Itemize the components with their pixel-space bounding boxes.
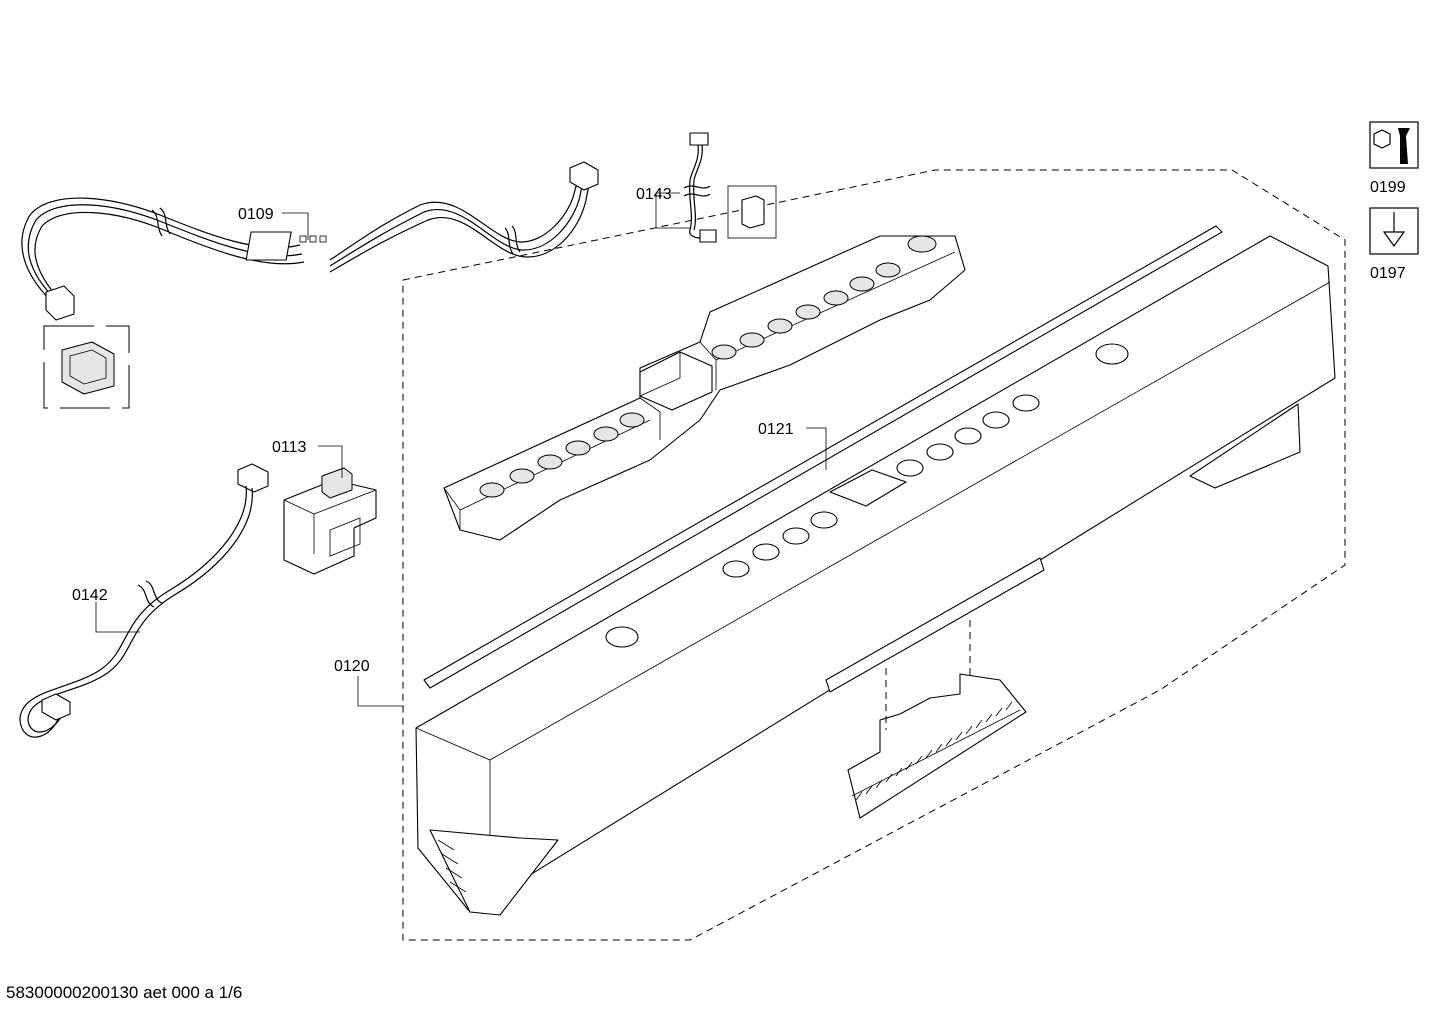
callout-0121: 0121 (758, 421, 794, 438)
document-id: 58300000200130 aet 000 a 1/6 (6, 983, 242, 1002)
wrench-nut-icon (1373, 128, 1410, 164)
tool-0199-label: 0199 (1370, 179, 1406, 196)
part-0109-connector-detail[interactable] (43, 325, 130, 409)
screwdriver-icon (1382, 212, 1406, 248)
callout-0109: 0109 (238, 206, 274, 223)
part-0121-seal-strip[interactable] (423, 225, 1223, 689)
callout-0142: 0142 (72, 587, 108, 604)
leader-lines (95, 192, 827, 707)
part-0142-wire[interactable] (19, 463, 269, 738)
callout-0120: 0120 (334, 658, 370, 675)
tool-0199[interactable]: 0199 (1369, 121, 1419, 196)
assembly-boundary (402, 169, 1346, 941)
part-0113-connector-housing[interactable] (283, 467, 377, 575)
part-0120-control-panel[interactable] (415, 235, 1336, 916)
tool-0197-label: 0197 (1370, 265, 1406, 282)
handle-cover[interactable] (847, 620, 1027, 819)
part-0143-sensor-wire[interactable] (683, 132, 777, 243)
electronic-control-module[interactable] (443, 235, 966, 541)
callout-0113: 0113 (272, 439, 307, 456)
tool-0197[interactable]: 0197 (1369, 207, 1419, 282)
callout-0143: 0143 (636, 186, 672, 203)
part-0109-wiring-harness[interactable] (21, 161, 599, 321)
